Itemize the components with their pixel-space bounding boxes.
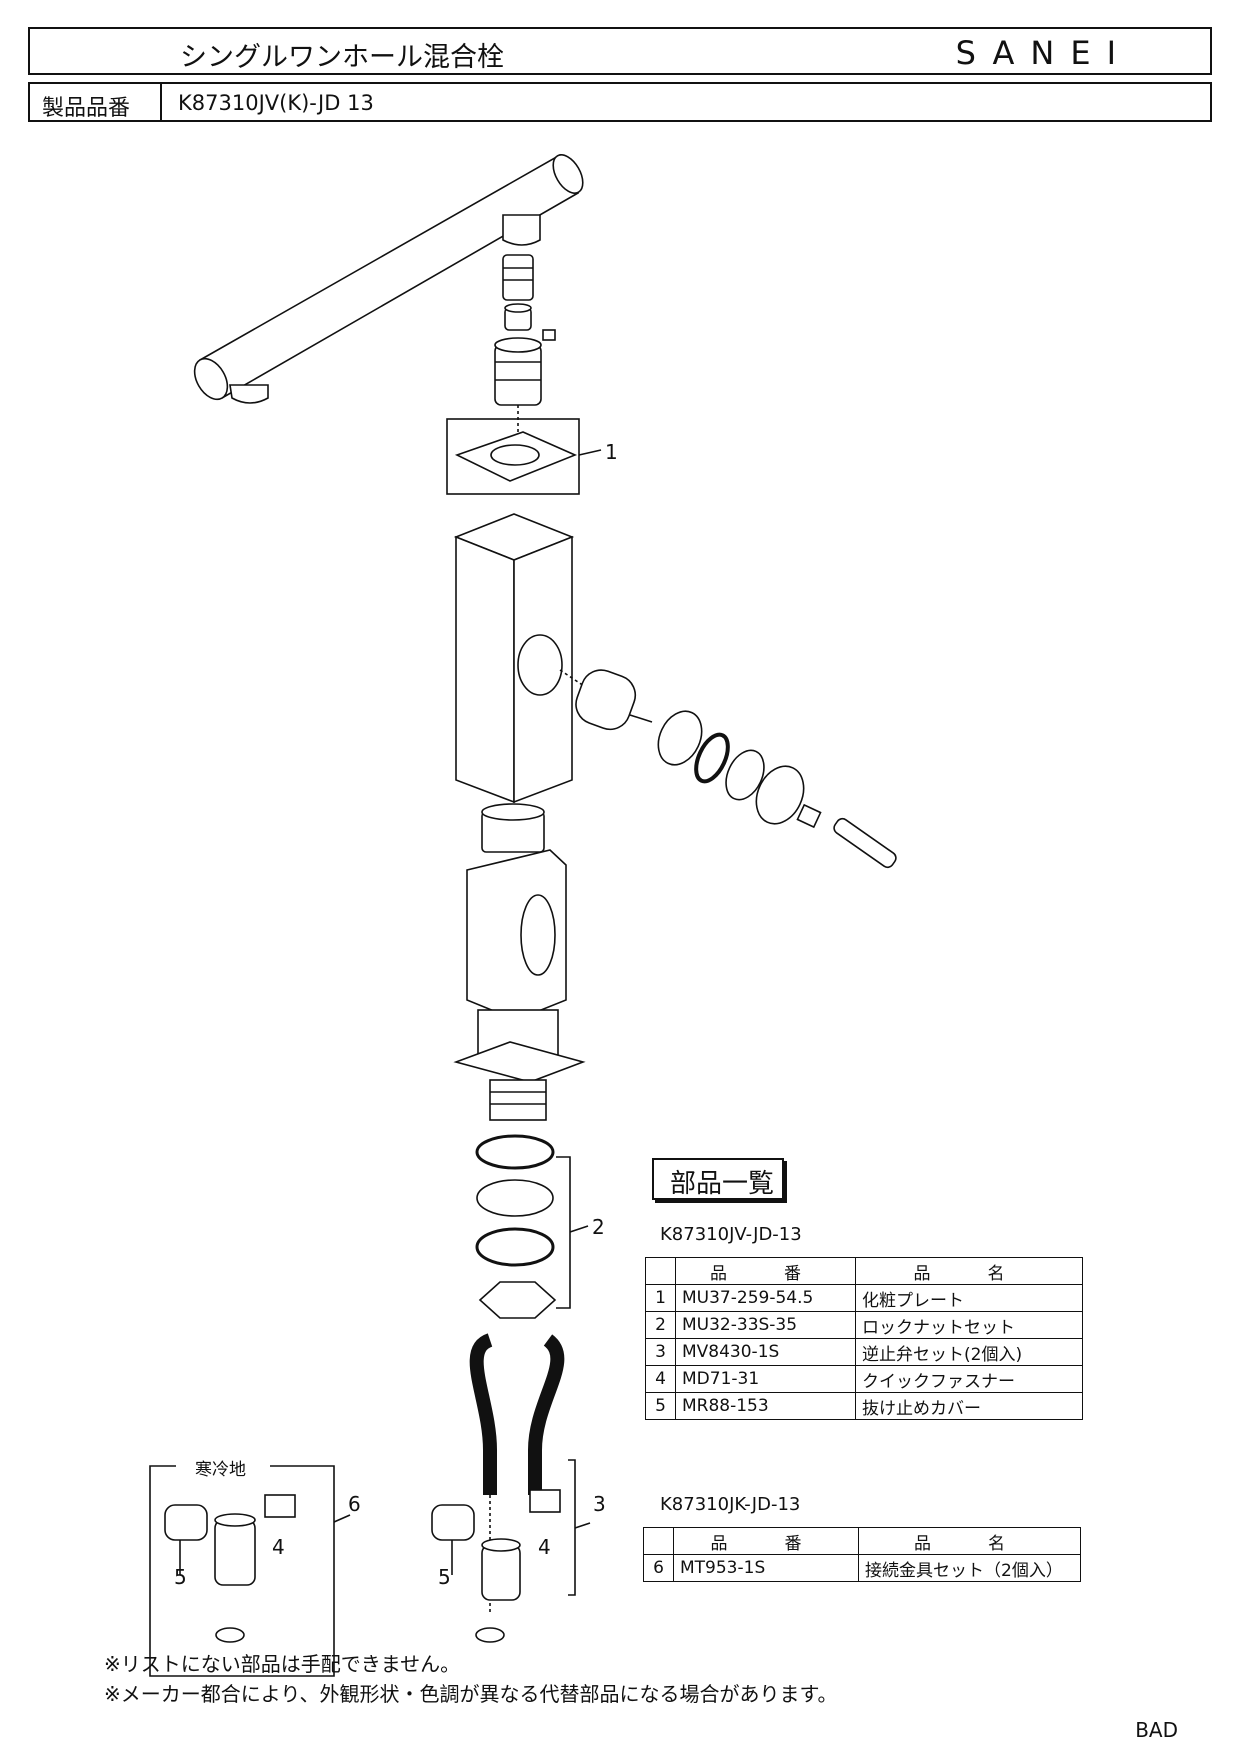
note-substitute-parts: ※メーカー都合により、外観形状・色調が異なる代替部品になる場合があります。 (104, 1682, 838, 1706)
doc-code: BAD (1135, 1718, 1178, 1742)
table2-model: K87310JK-JD-13 (660, 1494, 801, 1515)
col-code: 品 番 (673, 1527, 859, 1555)
spout-illustration (193, 153, 584, 404)
col-no (645, 1257, 676, 1285)
callout-4: 4 (538, 1535, 551, 1559)
part-number-bar: 製品品番 K87310JV(K)-JD 13 (28, 82, 1212, 122)
parts-table-2: 品 番 品 名 6 MT953-1S 接続金具セット（2個入） (643, 1527, 1081, 1582)
valve-body-illustration (453, 803, 586, 1121)
table-row: 5 MR88-153 抜け止めカバー (645, 1392, 1083, 1420)
handle-illustration (575, 669, 897, 869)
callout-5: 5 (438, 1565, 451, 1589)
table-row: 3 MV8430-1S 逆止弁セット(2個入) (645, 1338, 1083, 1366)
table-row: 1 MU37-259-54.5 化粧プレート (645, 1284, 1083, 1312)
title-bar: シングルワンホール混合栓 SANEI (28, 27, 1212, 75)
locknut-illustration (475, 1134, 589, 1319)
callout-6: 6 (348, 1492, 361, 1516)
callout-5-cold: 5 (174, 1565, 187, 1589)
parts-table-1: 品 番 品 名 1 MU37-259-54.5 化粧プレート 2 MU32-33… (645, 1257, 1083, 1420)
cartridge-illustration (494, 254, 556, 432)
table-row: 2 MU32-33S-35 ロックナットセット (645, 1311, 1083, 1339)
part-number-value: K87310JV(K)-JD 13 (178, 91, 374, 115)
table-row: 4 MD71-31 クイックファスナー (645, 1365, 1083, 1393)
callout-4-cold: 4 (272, 1535, 285, 1559)
table-row: 6 MT953-1S 接続金具セット（2個入） (643, 1554, 1081, 1582)
part-number-label: 製品品番 (30, 84, 162, 121)
table1-model: K87310JV-JD-13 (660, 1224, 802, 1245)
col-code: 品 番 (675, 1257, 856, 1285)
callout-2: 2 (592, 1215, 605, 1239)
parts-list-heading: 部品一覧 (652, 1158, 784, 1200)
col-no (643, 1527, 674, 1555)
brand-logo: SANEI (955, 34, 1132, 72)
callout-1: 1 (605, 440, 618, 464)
col-name: 品 名 (855, 1257, 1083, 1285)
note-unlisted-parts: ※リストにない部品は手配できません。 (104, 1652, 461, 1676)
check-valve-illustration (431, 1459, 591, 1643)
callout-3: 3 (593, 1492, 606, 1516)
col-name: 品 名 (858, 1527, 1081, 1555)
plate-illustration (446, 418, 602, 495)
product-title: シングルワンホール混合栓 (180, 42, 504, 73)
cold-region-label: 寒冷地 (195, 1460, 246, 1480)
cold-region-illustration (149, 1465, 351, 1677)
body-illustration (453, 513, 591, 804)
